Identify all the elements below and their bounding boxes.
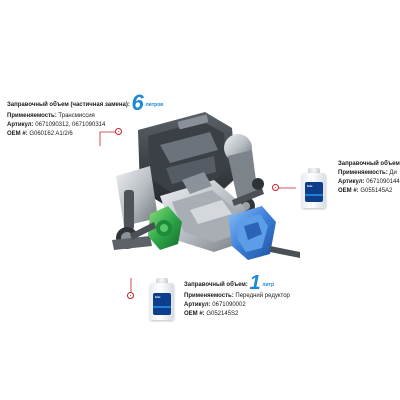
article-label: Артикул: <box>184 302 211 308</box>
volume-label: Заправочный объем <box>338 161 400 167</box>
applicability-label: Применяемость: <box>338 170 388 176</box>
applicability-value: Передний редуктор <box>235 293 290 299</box>
oem-label: OEM #: <box>338 188 359 194</box>
callout-marker-differential <box>272 184 279 191</box>
article-value: 0671090144 <box>366 179 400 185</box>
volume-number: 1 <box>249 272 261 294</box>
bottle-brand: febi <box>155 295 161 299</box>
right-suspension <box>224 134 258 215</box>
transmission-section <box>228 206 276 260</box>
article-value: 0671090312, 0671090314 <box>35 122 106 128</box>
info-block-differential: Заправочный объем Применяемость: Ди Арти… <box>338 160 400 196</box>
applicability-label: Применяемость: <box>7 113 57 119</box>
applicability-value: Ди <box>389 170 397 176</box>
volume-label: Заправочный объем (частичная замена): <box>7 102 130 108</box>
oem-label: OEM #: <box>184 311 205 317</box>
oil-bottle-bottom: febi <box>150 278 174 320</box>
oem-value: G052145S2 <box>206 311 239 317</box>
oil-bottle-right: febi <box>302 168 326 208</box>
volume-number: 6 <box>131 90 144 115</box>
applicability-label: Применяемость: <box>184 293 234 299</box>
info-block-transmission: Заправочный объем (частичная замена): 6 … <box>7 92 164 139</box>
callout-marker-front-gear <box>127 292 134 299</box>
left-suspension <box>112 166 158 250</box>
volume-unit: литр <box>262 282 275 288</box>
drive-shafts <box>130 178 300 258</box>
oem-label: OEM #: <box>7 131 28 137</box>
bottle-brand: febi <box>307 184 313 188</box>
info-block-front-gear: Заправочный объем: 1 литр Применяемость:… <box>184 273 290 319</box>
volume-unit: литров <box>145 102 164 108</box>
article-value: 0671090002 <box>212 302 246 308</box>
callout-marker-transmission <box>115 128 122 135</box>
applicability-value: Трансмиссия <box>58 113 95 119</box>
oem-value: G055145A2 <box>360 188 393 194</box>
engine-block <box>138 112 236 208</box>
oem-value: G060162 A1/2/6 <box>29 131 73 137</box>
volume-label: Заправочный объем: <box>184 282 248 288</box>
article-label: Артикул: <box>338 179 365 185</box>
front-differential <box>148 206 182 250</box>
article-label: Артикул: <box>7 122 34 128</box>
